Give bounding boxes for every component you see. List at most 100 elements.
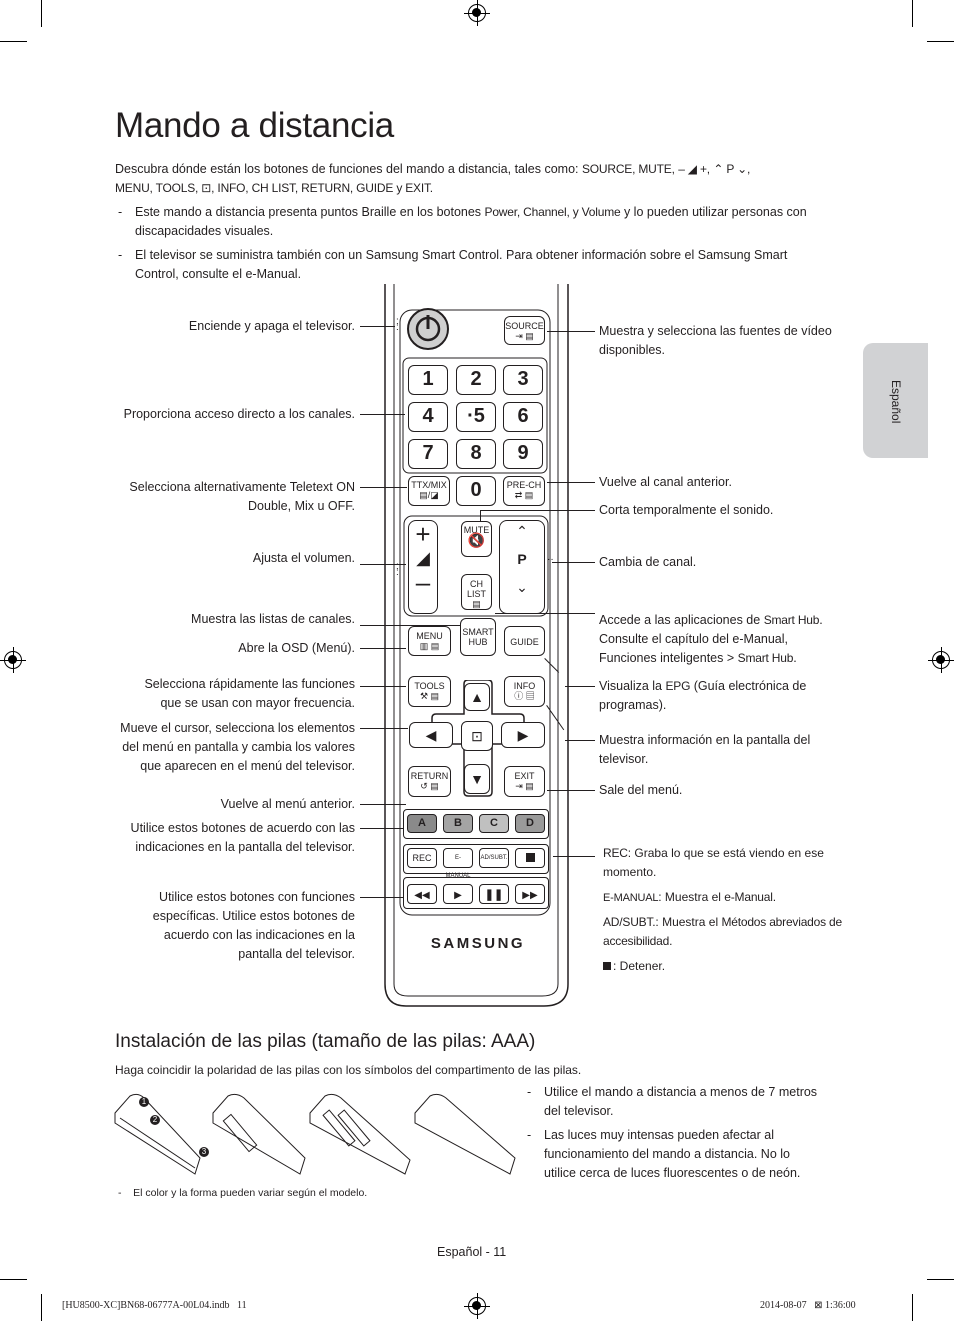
- smarthub-key: Smart Hub: [763, 613, 820, 627]
- rewind-button[interactable]: ◀◀: [407, 884, 437, 904]
- leader-line: [547, 331, 595, 332]
- tools-button[interactable]: TOOLS⚒ ▤: [408, 676, 451, 707]
- smart-hub-button[interactable]: SMART HUB: [460, 618, 496, 656]
- tip-text: Utilice el mando a distancia a menos de …: [544, 1085, 818, 1118]
- e-manual-button[interactable]: E-MANUAL: [443, 848, 473, 879]
- color-button-b[interactable]: B: [443, 814, 473, 833]
- return-button[interactable]: RETURN↺ ▤: [408, 766, 451, 797]
- right-arrow-button[interactable]: ▶: [501, 722, 545, 748]
- leader-line: [360, 648, 406, 649]
- label-emanual: E-MANUAL: Muestra el e-Manual.: [603, 888, 848, 908]
- mute-icon: 🔇: [467, 532, 486, 548]
- menu-button[interactable]: MENU▥ ▤: [408, 626, 451, 656]
- rec-key: REC: [603, 846, 628, 860]
- enter-button[interactable]: ⊡: [461, 721, 493, 751]
- channel-rocker[interactable]: ⌃ P ⌄: [499, 520, 545, 614]
- rec-text: : Graba lo que se está viendo en ese mom…: [603, 846, 824, 879]
- label-function-buttons: Utilice estos botones con funciones espe…: [152, 890, 355, 961]
- number-button[interactable]: 0: [456, 476, 496, 506]
- number-button[interactable]: 9: [503, 439, 543, 469]
- number-button[interactable]: 4: [408, 402, 448, 432]
- mute-button[interactable]: MUTE🔇: [461, 521, 492, 557]
- ch-list-button[interactable]: CH LIST▤: [461, 574, 492, 610]
- leader-line: [480, 510, 595, 511]
- tools-label: TOOLS: [414, 681, 445, 691]
- channel-down-icon: ⌄: [516, 579, 528, 595]
- fast-forward-button[interactable]: ▶▶: [515, 884, 545, 904]
- number-button[interactable]: 7: [408, 439, 448, 469]
- ad-subt-button[interactable]: AD/SUBT.: [479, 848, 509, 868]
- bullet-text-post: y lo pueden utilizar personas con discap…: [135, 205, 807, 238]
- remote-body-outline: [384, 284, 569, 1007]
- ttx-icon: ▤/◪: [419, 490, 439, 500]
- crop-mark: [927, 41, 954, 42]
- crop-mark: [912, 1294, 913, 1321]
- number-button[interactable]: 8: [456, 439, 496, 469]
- number-button[interactable]: ·5: [456, 402, 496, 432]
- number-button[interactable]: 3: [503, 365, 543, 395]
- left-arrow-icon: ◀: [425, 727, 437, 743]
- bullet-keys: Power, Channel, y Volume: [484, 205, 621, 219]
- stop-button[interactable]: [515, 848, 545, 868]
- battery-section-heading: Instalación de las pilas (tamaño de las …: [115, 1031, 536, 1052]
- smarthub-text: >: [723, 651, 738, 665]
- play-button[interactable]: ▶: [443, 884, 473, 904]
- label-prech: Vuelve al canal anterior.: [599, 475, 732, 489]
- tip-text: Las luces muy intensas pueden afectar al…: [544, 1128, 801, 1180]
- step-badge: 2: [150, 1115, 160, 1125]
- adsubt-key: AD/SUBT.: [603, 915, 656, 929]
- guide-key: EPG: [665, 679, 691, 693]
- crop-mark: [41, 0, 42, 27]
- down-arrow-button[interactable]: ▼: [464, 764, 490, 794]
- pause-icon: ❚❚: [484, 889, 504, 901]
- volume-symbol: – ◢ +,: [678, 162, 710, 176]
- number-button[interactable]: 6: [503, 402, 543, 432]
- bullet-text-pre: Este mando a distancia presenta puntos B…: [135, 205, 485, 219]
- left-arrow-button[interactable]: ◀: [409, 722, 453, 748]
- source-button[interactable]: SOURCE⇥ ▤: [504, 316, 545, 345]
- number-button[interactable]: 1: [408, 365, 448, 395]
- color-button-a[interactable]: A: [407, 814, 437, 833]
- return-label: RETURN: [410, 771, 449, 781]
- label-power: Enciende y apaga el televisor.: [188, 319, 355, 333]
- label-menu: Abre la OSD (Menú).: [238, 641, 355, 655]
- color-button-d[interactable]: D: [515, 814, 545, 833]
- leader-line: [360, 414, 405, 415]
- label-info: Muestra información en la pantalla del t…: [599, 733, 811, 766]
- label-numbers: Proporciona acceso directo a los canales…: [123, 407, 355, 421]
- emanual-text: .: [772, 890, 777, 904]
- rec-button[interactable]: REC: [407, 848, 437, 868]
- battery-installation-illustration: [114, 1093, 516, 1175]
- power-button[interactable]: [407, 308, 449, 350]
- crop-mark: [0, 41, 27, 42]
- bullet-text: El televisor se suministra también con u…: [135, 248, 788, 281]
- guide-label: GUIDE: [510, 637, 539, 647]
- leader-line: [547, 790, 595, 791]
- label-channel: Cambia de canal.: [599, 555, 697, 569]
- pause-button[interactable]: ❚❚: [479, 884, 509, 904]
- adsubt-key2: Métodos abreviados de accesibilidad: [603, 915, 842, 948]
- guide-button[interactable]: GUIDE: [504, 626, 545, 656]
- chlist-icon: ▤: [472, 599, 481, 609]
- exit-button[interactable]: EXIT⇥ ▤: [504, 766, 545, 797]
- label-adsubt: AD/SUBT.: Muestra el Métodos abreviados …: [603, 913, 848, 951]
- samsung-logo: SAMSUNG: [430, 935, 526, 952]
- number-button[interactable]: 2: [456, 365, 496, 395]
- color-button-c[interactable]: C: [479, 814, 509, 833]
- stop-text: : Detener.: [613, 959, 666, 973]
- leader-line: [565, 686, 595, 687]
- leader-line: [553, 856, 595, 857]
- channel-p-label: P: [517, 551, 527, 567]
- label-rec: REC: Graba lo que se está viendo en ese …: [603, 844, 848, 882]
- volume-rocker[interactable]: + ◢ –: [408, 520, 438, 614]
- label-ttx: Selecciona alternativamente Teletext ON …: [129, 480, 355, 513]
- smarthub-key: Smart Hub: [737, 651, 794, 665]
- power-icon: [415, 315, 441, 342]
- ttx-mix-button[interactable]: TTX/MIX▤/◪: [408, 476, 450, 506]
- up-arrow-button[interactable]: ▲: [464, 683, 490, 711]
- pre-ch-button[interactable]: PRE-CH⇄ ▤: [503, 476, 545, 506]
- smarthub-label: SMART HUB: [462, 627, 494, 647]
- guide-text: (Guía electrónica de programas).: [599, 679, 807, 712]
- language-side-tab: Español: [863, 343, 928, 458]
